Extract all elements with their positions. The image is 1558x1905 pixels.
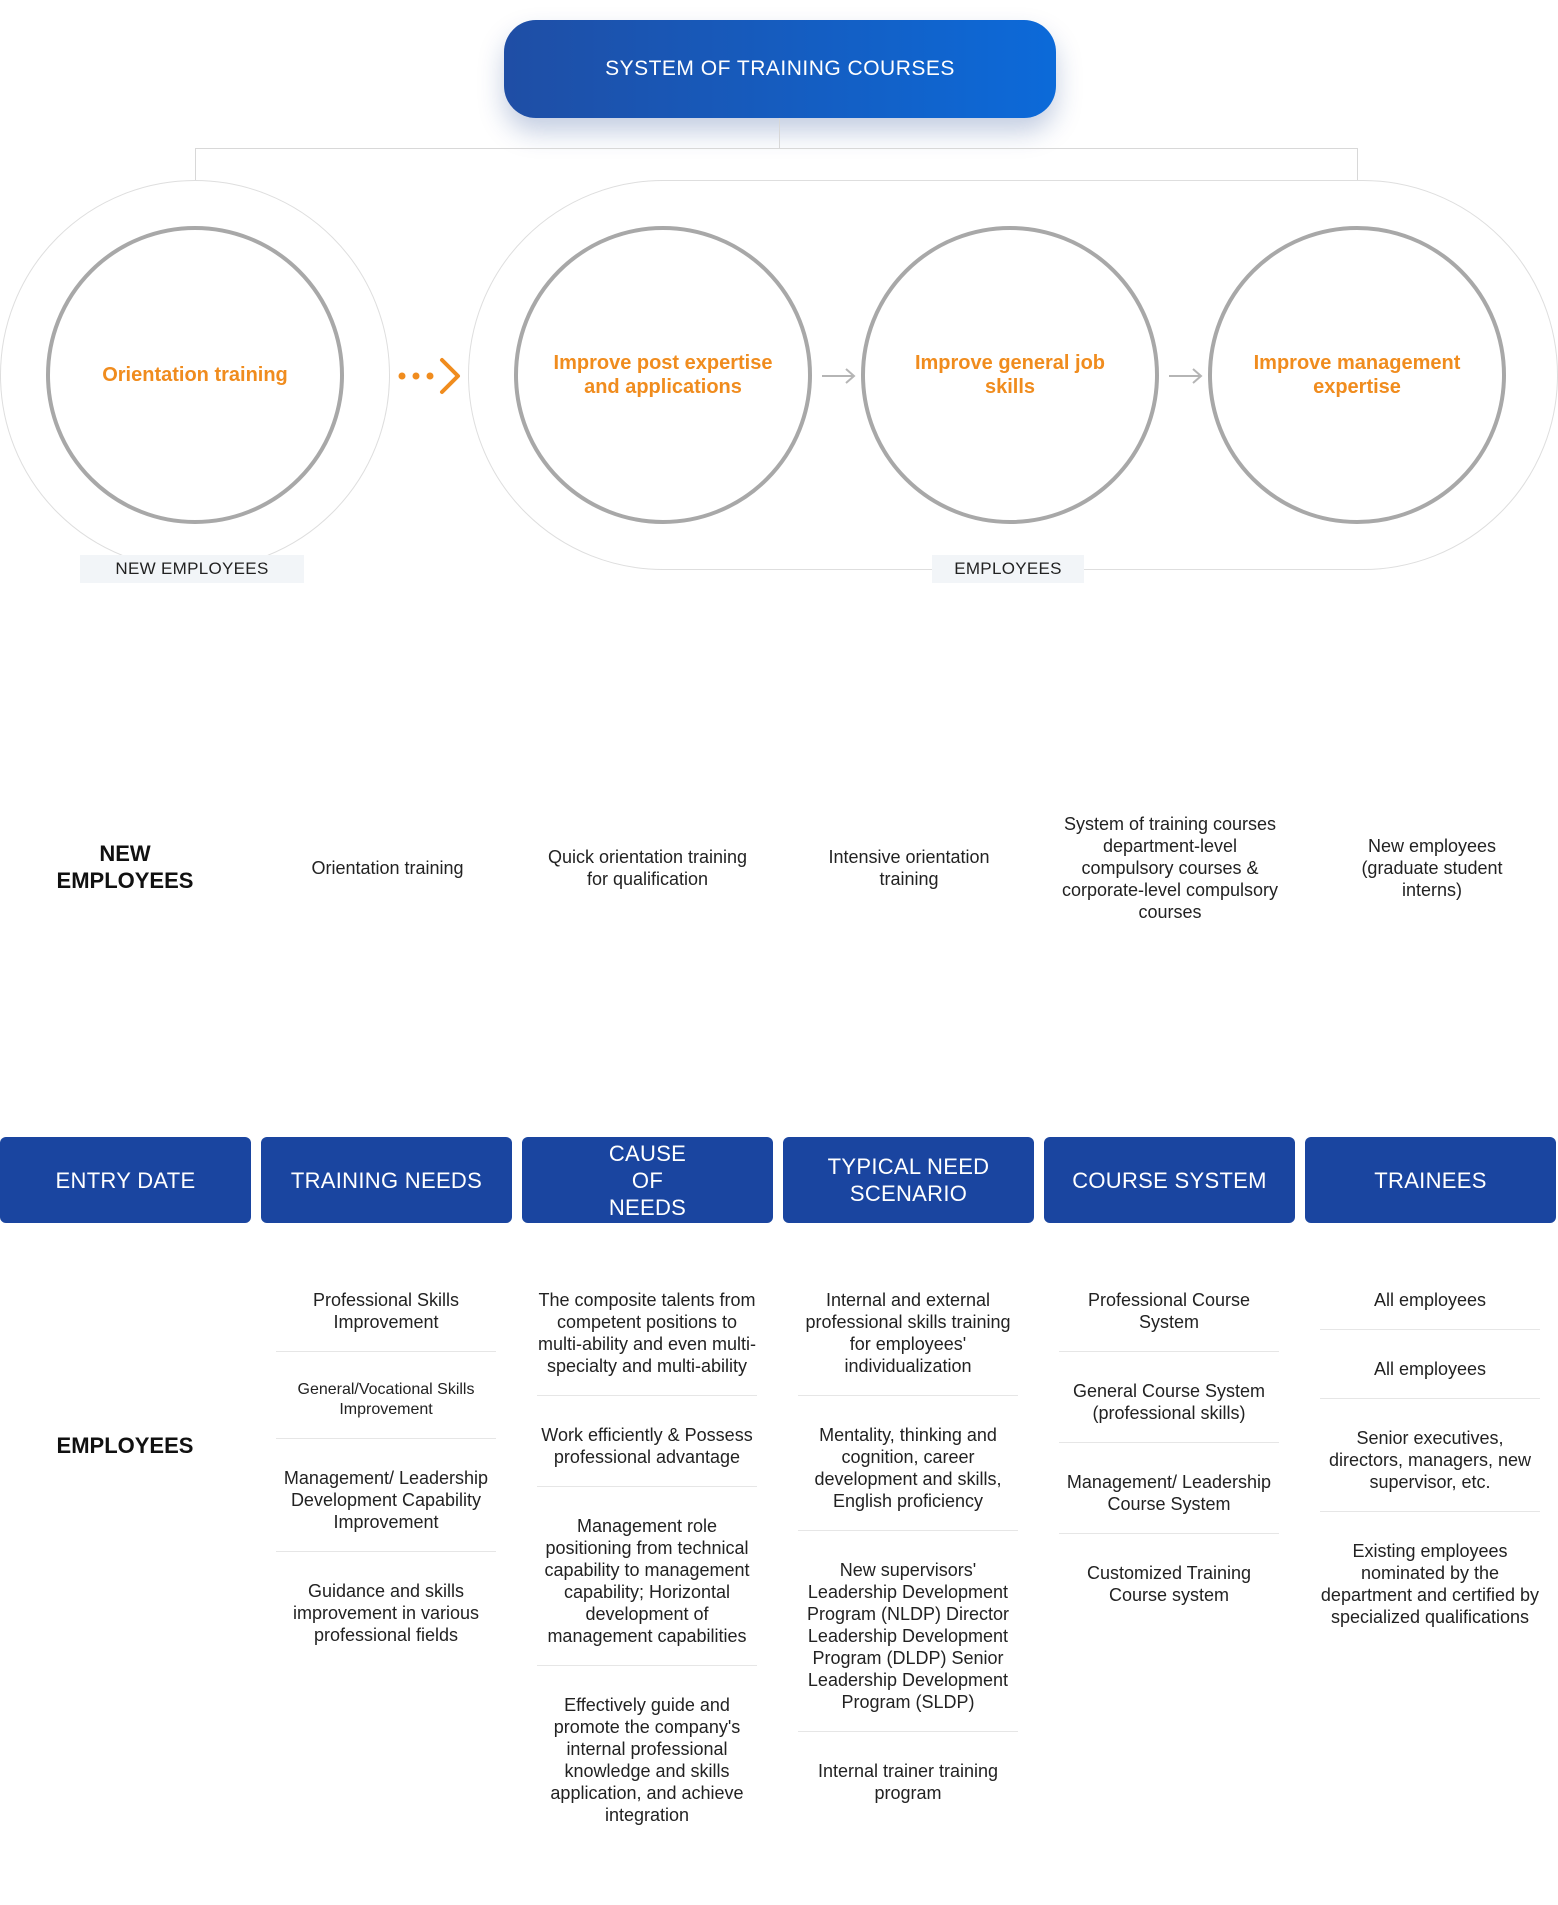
column-trainees: All employees All employees Senior execu… <box>1320 1285 1540 1666</box>
row-label-employees: EMPLOYEES <box>56 1433 194 1458</box>
circle-post-expertise: Improve post expertise and applications <box>514 226 812 524</box>
list-item: Internal and external professional skill… <box>798 1285 1018 1396</box>
list-item: The composite talents from competent pos… <box>537 1285 757 1396</box>
connector-line <box>779 118 780 148</box>
employees-label: EMPLOYEES <box>932 555 1084 583</box>
list-item: Management/ Leadership Course System <box>1059 1463 1279 1534</box>
connector-line <box>195 148 1357 149</box>
dotted-arrow-icon <box>398 358 460 394</box>
list-item: New supervisors' Leadership Development … <box>798 1551 1018 1732</box>
column-course-system: Professional Course System General Cours… <box>1059 1285 1279 1644</box>
header-typical-need-scenario: TYPICAL NEED SCENARIO <box>783 1137 1034 1223</box>
list-item: Internal trainer training program <box>817 1761 999 1803</box>
list-item: All employees <box>1320 1350 1540 1399</box>
circle-general-skills: Improve general job skills <box>861 226 1159 524</box>
list-item: Customized Training Course system <box>1086 1563 1252 1605</box>
header-label: CAUSE OF NEEDS <box>608 1140 687 1220</box>
column-cause-of-needs: The composite talents from competent pos… <box>537 1285 757 1864</box>
row-label-new-employees: NEW EMPLOYEES <box>56 841 194 893</box>
new-employees-label: NEW EMPLOYEES <box>80 555 304 583</box>
list-item: Senior executives, directors, managers, … <box>1320 1419 1540 1512</box>
list-item: Professional Skills Improvement <box>276 1285 496 1352</box>
connector-line <box>195 148 196 180</box>
list-item: General Course System (professional skil… <box>1059 1372 1279 1443</box>
header-training-needs: TRAINING NEEDS <box>261 1137 512 1223</box>
new-row-cell: New employees (graduate student interns) <box>1361 835 1503 900</box>
list-item: All employees <box>1320 1285 1540 1330</box>
list-item: Management role positioning from technic… <box>537 1507 757 1666</box>
circle-label: Improve post expertise and applications <box>553 352 773 398</box>
circle-management-expertise: Improve management expertise <box>1208 226 1506 524</box>
list-item: Mentality, thinking and cognition, caree… <box>798 1416 1018 1531</box>
new-row-cell: System of training courses department-le… <box>1061 813 1279 922</box>
circle-label: Orientation training <box>102 364 288 386</box>
circle-label: Improve management expertise <box>1253 352 1461 398</box>
header-label: TYPICAL NEED SCENARIO <box>827 1154 990 1206</box>
column-typical-need-scenario: Internal and external professional skill… <box>798 1285 1018 1842</box>
list-item: Guidance and skills improvement in vario… <box>292 1581 480 1645</box>
arrow-right-icon <box>822 368 856 384</box>
column-training-needs: Professional Skills Improvement General/… <box>276 1285 496 1684</box>
list-item: Existing employees nominated by the depa… <box>1320 1541 1540 1627</box>
list-item: Work efficiently & Possess professional … <box>537 1416 757 1487</box>
circle-orientation-training: Orientation training <box>46 226 344 524</box>
list-item: Professional Course System <box>1059 1285 1279 1352</box>
header-trainees: TRAINEES <box>1305 1137 1556 1223</box>
circle-label: Improve general job skills <box>914 352 1106 398</box>
diagram-title: SYSTEM OF TRAINING COURSES <box>504 20 1056 118</box>
arrow-right-icon <box>1169 368 1203 384</box>
new-row-cell: Intensive orientation training <box>828 846 990 889</box>
list-item: Effectively guide and promote the compan… <box>550 1695 744 1825</box>
new-row-cell: Quick orientation training for qualifica… <box>547 846 748 889</box>
list-item: Management/ Leadership Development Capab… <box>276 1459 496 1552</box>
connector-line <box>1357 148 1358 180</box>
new-row-cell: Orientation training <box>311 857 464 878</box>
header-course-system: COURSE SYSTEM <box>1044 1137 1295 1223</box>
list-item: General/Vocational Skills Improvement <box>276 1372 496 1439</box>
header-entry-date: ENTRY DATE <box>0 1137 251 1223</box>
header-cause-of-needs: CAUSE OF NEEDS <box>522 1137 773 1223</box>
